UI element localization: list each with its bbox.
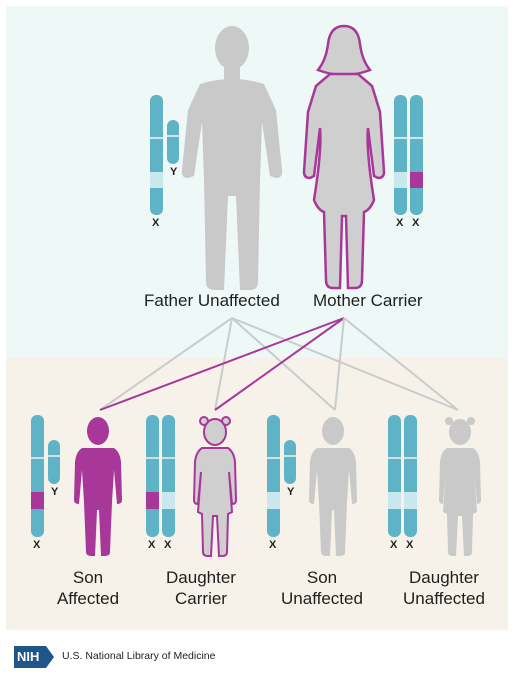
- father-y-label: Y: [170, 166, 177, 178]
- daughter-unaffected-figure: [439, 417, 481, 556]
- daughter-carrier-label-line1: Daughter: [141, 567, 261, 588]
- daughter-unaffected-label: Daughter Unaffected: [384, 567, 504, 609]
- son-unaffected-label: Son Unaffected: [262, 567, 382, 609]
- nih-logo: NIH: [14, 646, 46, 668]
- mother-figure: [304, 26, 384, 288]
- father-figure: [182, 26, 282, 290]
- son-affected-label-line2: Affected: [28, 588, 148, 609]
- daughter-unaffected-x-label-1: X: [390, 539, 397, 551]
- son-unaffected-label-line1: Son: [262, 567, 382, 588]
- son-unaffected-label-line2: Unaffected: [262, 588, 382, 609]
- son-unaffected-x-label: X: [269, 539, 276, 551]
- daughter-carrier-x-label-1: X: [148, 539, 155, 551]
- son-affected-label: Son Affected: [28, 567, 148, 609]
- nih-logo-arrow-icon: [46, 646, 54, 668]
- son-unaffected-x-chromosome: [267, 415, 280, 537]
- daughter-unaffected-x-chromosome-1: [388, 415, 401, 537]
- daughter-carrier-x-chromosome-mutated: [162, 415, 175, 537]
- daughter-carrier-figure: [194, 417, 236, 556]
- father-to-daughter-unaffected-line: [232, 318, 458, 410]
- son-affected-figure: [74, 417, 122, 556]
- father-x-label: X: [152, 217, 159, 229]
- org-name: U.S. National Library of Medicine: [62, 650, 216, 662]
- father-x-chromosome: [150, 95, 163, 215]
- mother-x-label-1: X: [396, 217, 403, 229]
- daughter-unaffected-label-line1: Daughter: [384, 567, 504, 588]
- daughter-carrier-x-label-2: X: [164, 539, 171, 551]
- daughter-unaffected-label-line2: Unaffected: [384, 588, 504, 609]
- daughter-unaffected-x-label-2: X: [406, 539, 413, 551]
- mother-to-daughter-carrier-line: [215, 318, 344, 410]
- son-unaffected-figure: [309, 417, 357, 556]
- son-unaffected-y-chromosome: [284, 440, 296, 484]
- mother-x-chromosome-normal: [394, 95, 407, 215]
- son-unaffected-y-label: Y: [287, 486, 294, 498]
- father-y-chromosome: [167, 120, 179, 164]
- son-affected-x-chromosome: [31, 415, 44, 537]
- mother-to-daughter-unaffected-line: [344, 318, 458, 410]
- mother-label: Mother Carrier: [313, 290, 423, 311]
- father-to-son-unaffected-line: [232, 318, 335, 410]
- son-affected-label-line1: Son: [28, 567, 148, 588]
- son-affected-y-chromosome: [48, 440, 60, 484]
- daughter-carrier-label-line2: Carrier: [141, 588, 261, 609]
- daughter-carrier-x-chromosome-normal: [146, 415, 159, 537]
- son-affected-y-label: Y: [51, 486, 58, 498]
- daughter-unaffected-x-chromosome-2: [404, 415, 417, 537]
- father-to-son-affected-line: [100, 318, 232, 410]
- mother-x-label-2: X: [412, 217, 419, 229]
- daughter-carrier-label: Daughter Carrier: [141, 567, 261, 609]
- mother-x-chromosome-mutated: [410, 95, 423, 215]
- son-affected-x-label: X: [33, 539, 40, 551]
- mother-to-son-affected-line: [100, 318, 344, 410]
- father-label: Father Unaffected: [144, 290, 280, 311]
- mother-inheritance-lines: [100, 318, 458, 410]
